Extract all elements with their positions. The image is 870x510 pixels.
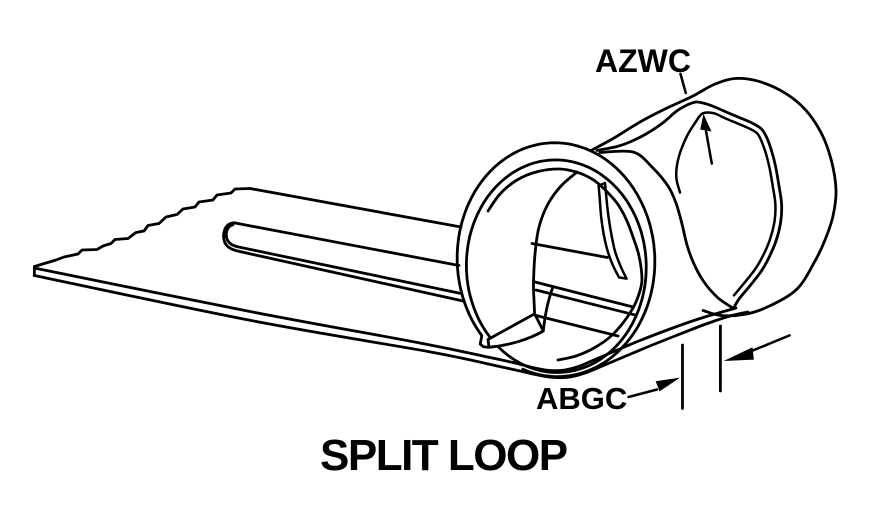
svg-text:SPLIT LOOP: SPLIT LOOP [320,431,567,480]
svg-text:AZWC: AZWC [595,43,691,79]
svg-text:ABGC: ABGC [536,381,627,416]
